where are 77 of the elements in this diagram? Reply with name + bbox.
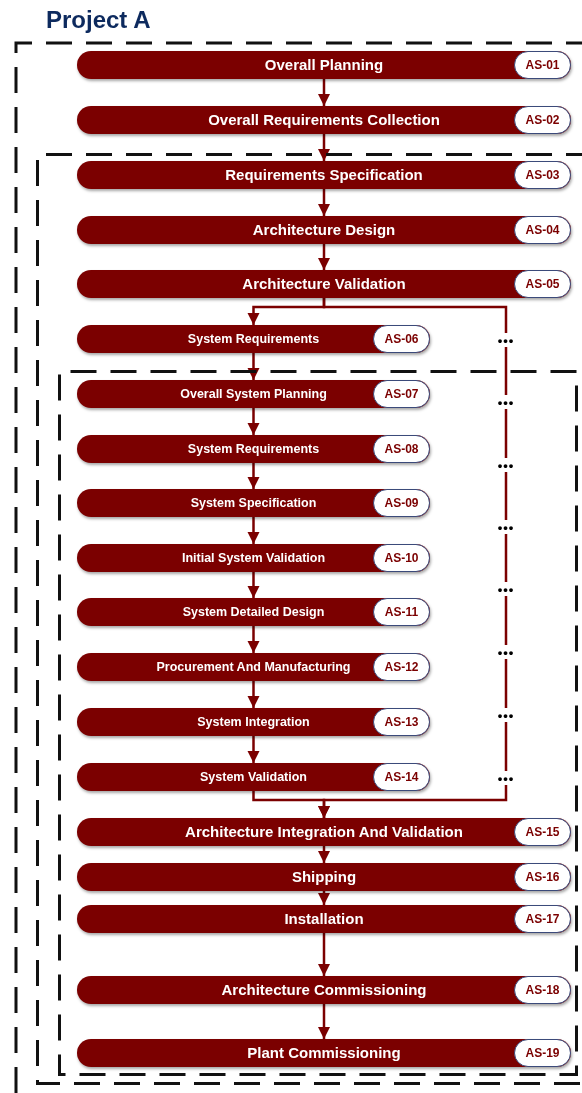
flow-arrow [247,626,260,653]
step-code: AS-15 [514,818,571,846]
process-pill [77,216,571,244]
flow-arrow [317,134,331,161]
process-pill [77,270,571,298]
step-code: AS-19 [514,1039,571,1067]
step-title: Architecture Commissioning [221,979,427,1000]
process-pill [77,435,430,463]
step-title: System Requirements [187,440,320,458]
step-title: System Validation [200,768,307,786]
process-pill [77,708,430,736]
process-pill [77,380,430,408]
process-pill [77,1039,571,1067]
step-title: Plant Commissioning [247,1042,401,1063]
step-code: AS-09 [373,489,430,517]
step-code: AS-01 [514,51,571,79]
step-code: AS-13 [373,708,430,736]
dashed-group-frame [58,370,578,1076]
flow-arrow [247,517,260,544]
flow-arrow [317,189,331,216]
process-pill [77,763,430,791]
step-title: Procurement And Manufacturing [156,658,351,676]
step-title: Installation [284,908,364,929]
step-title: System Integration [197,713,310,731]
process-pill [77,489,430,517]
process-pill [77,51,571,79]
flow-arrow [247,681,260,708]
step-code: AS-07 [373,380,430,408]
step-code: AS-08 [373,435,430,463]
step-title: Architecture Design [252,219,396,240]
step-title: Overall Planning [264,54,384,75]
process-pill [77,161,571,189]
process-pill [77,325,430,353]
step-title: Overall Requirements Collection [208,109,440,130]
flow-arrow [317,79,331,106]
process-pill [77,863,571,891]
step-code: AS-10 [373,544,430,572]
step-code: AS-04 [514,216,571,244]
process-pill [77,598,430,626]
step-code: AS-11 [373,598,430,626]
flow-arrow [247,408,260,435]
step-title: Architecture Validation [242,273,406,294]
step-code: AS-14 [373,763,430,791]
flow-arrow [317,846,331,863]
step-title: System Specification [190,494,317,512]
step-code: AS-02 [514,106,571,134]
step-title: System Requirements [187,330,320,348]
process-pill [77,818,571,846]
step-code: AS-18 [514,976,571,1004]
process-pill [77,905,571,933]
project-title: Project A [46,5,151,35]
dashed-group-frame [36,153,582,1085]
step-code: AS-06 [373,325,430,353]
flow-arrow [252,791,331,818]
flow-arrow [247,463,260,489]
process-pill [77,653,430,681]
step-code: AS-03 [514,161,571,189]
process-pill [77,544,430,572]
step-title: Architecture Integration And Validation [185,821,463,842]
step-code: AS-16 [514,863,571,891]
step-title: Overall System Planning [180,385,327,403]
flow-arrow [317,244,331,270]
step-code: AS-05 [514,270,571,298]
flow-arrow [317,933,331,976]
process-pill [77,976,571,1004]
flow-arrow [317,891,331,905]
step-title: Shipping [291,866,357,887]
flow-arrow [247,353,260,380]
step-code: AS-17 [514,905,571,933]
flow-arrow [317,1004,331,1039]
step-title: Initial System Validation [181,549,326,567]
process-pill [77,106,571,134]
step-title: System Detailed Design [182,603,325,621]
step-title: Requirements Specification [225,164,423,185]
step-code: AS-12 [373,653,430,681]
flow-arrow [247,572,260,598]
flow-arrow [247,736,260,763]
